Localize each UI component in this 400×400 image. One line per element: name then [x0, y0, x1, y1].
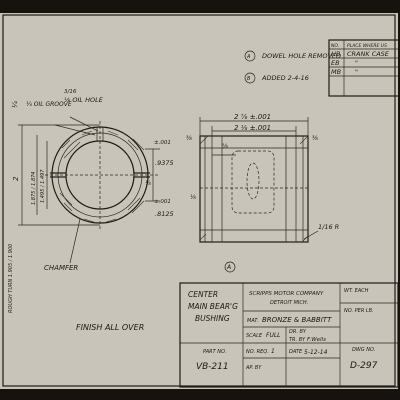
part-no-label: PART NO.	[203, 349, 226, 355]
oil-groove-hidden	[231, 150, 275, 214]
engineering-drawing: ¼ ¼ OIL GROOVE 3/16 ⅛ OIL HOLE 2 1.875 /…	[2, 14, 398, 388]
dim-overall-front: 2	[12, 176, 20, 181]
finish-note: FINISH ALL OVER	[76, 323, 144, 332]
side-view	[199, 117, 319, 273]
table-row-place: CRANK CASE	[347, 50, 390, 58]
material-value: BRONZE & BABBITT	[262, 316, 332, 324]
sheet-border	[2, 14, 396, 387]
revision-marker-a-label: A	[226, 264, 231, 271]
dim-inner-offset: ⅝	[222, 143, 228, 150]
dim-inner-diameter: 1.495 / 1.497	[40, 169, 46, 203]
dim-tol-bot: ±.001	[154, 199, 171, 205]
scale-label: SCALE	[246, 333, 263, 339]
traced-by-label: TR. BY	[289, 337, 306, 343]
dwg-no-value: D-297	[350, 361, 378, 371]
dim-overall-length: 2 ⅞ ±.001	[234, 113, 271, 121]
front-view	[18, 116, 160, 264]
scale-value: FULL	[266, 332, 281, 339]
part-name-line1: CENTER	[188, 290, 218, 299]
no-req-value: 1	[271, 348, 275, 355]
traced-by-value: F.Wells	[307, 337, 326, 343]
drawing-sheet: ¼ ¼ OIL GROOVE 3/16 ⅛ OIL HOLE 2 1.875 /…	[0, 13, 398, 389]
flange-right	[285, 135, 297, 243]
used-on-table	[328, 39, 398, 97]
part-no-value: VB-211	[196, 362, 229, 372]
table-row-no: MB	[331, 68, 342, 76]
table-header-no: NO.	[331, 43, 339, 49]
revision-notes	[244, 50, 256, 84]
table-row-place: "	[355, 68, 358, 76]
side-hatching	[199, 135, 309, 243]
callout-chamfer: CHAMFER	[44, 264, 78, 272]
dim-tol-top: ±.001	[154, 140, 171, 146]
date-value: 5-12-14	[304, 349, 328, 356]
no-req-label: NO. REQ.	[246, 349, 269, 355]
dim-9375: .9375	[155, 159, 174, 167]
material-label: MAT.	[247, 318, 258, 324]
callout-oil-groove-fraction: 3/16	[64, 89, 77, 95]
weight-label: WT. EACH	[344, 288, 369, 294]
dim-small-left: ¼	[11, 101, 19, 108]
callout-oil-hole: ⅛ OIL HOLE	[64, 96, 104, 104]
revision-b-mark: B	[247, 76, 251, 82]
revision-a-text: DOWEL HOLE REMOVED	[262, 52, 341, 60]
dwg-no-label: DWG NO.	[352, 347, 375, 353]
part-name-line2: MAIN BEAR'G	[188, 302, 238, 311]
dim-side-eighth: ⅛	[190, 194, 196, 201]
dim-right-small: ⅜	[312, 135, 318, 142]
dim-inner-length: 2 ⅛ ±.001	[234, 124, 271, 132]
title-block	[179, 282, 398, 388]
revision-b-text: ADDED 2-4-16	[261, 74, 309, 82]
revision-a-mark: A	[246, 54, 251, 60]
dim-outer-diameter: 1.875 / 1.874	[31, 172, 37, 206]
flange-left	[211, 135, 223, 243]
dim-rough-turn: ROUGH TURN 1.905 / 1.900	[8, 244, 14, 313]
date-label: DATE	[289, 349, 303, 355]
company-name: SCRIPPS MOTOR COMPANY	[249, 291, 324, 297]
dim-8125: .8125	[155, 210, 174, 218]
table-row-place: "	[355, 59, 358, 67]
table-row-no: EB	[331, 59, 340, 67]
dim-left-small: ⅜	[186, 135, 192, 142]
revision-marker-a	[224, 261, 236, 273]
callout-oil-groove: ¼ OIL GROOVE	[26, 101, 72, 108]
dim-eighth-front: ⅛	[145, 180, 151, 187]
side-outline	[199, 135, 309, 243]
table-row-no: HB	[331, 50, 341, 58]
no-per-lb-label: NO. PER LB.	[344, 308, 374, 314]
drawn-by-label: DR. BY	[289, 329, 307, 335]
dim-chamfer-radius: 1/16 R	[318, 223, 339, 231]
company-city: DETROIT MICH.	[270, 300, 308, 306]
part-name-line3: BUSHING	[195, 314, 230, 323]
table-header-place: PLACE WHERE US	[347, 43, 387, 49]
ap-by-label: AP. BY	[245, 365, 262, 371]
